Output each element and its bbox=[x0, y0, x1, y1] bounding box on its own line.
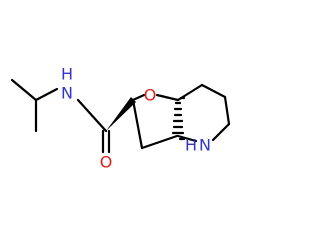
ring-nitrogen-symbol: N bbox=[199, 136, 211, 155]
carbonyl-double-bond bbox=[101, 129, 111, 154]
wedge-bond-c2 bbox=[106, 97, 136, 131]
ring-hydrogen-symbol: H bbox=[185, 136, 197, 155]
bond-o-to-c6a bbox=[155, 93, 180, 102]
ring-oxygen-symbol: O bbox=[144, 86, 157, 105]
amide-nitrogen-symbol: N bbox=[61, 84, 73, 103]
carbonyl-oxygen-symbol: O bbox=[100, 153, 113, 172]
bond-ch-to-nh bbox=[34, 87, 59, 102]
bond-c6-to-c5 bbox=[200, 83, 227, 99]
bond-c4-to-nh bbox=[211, 122, 231, 142]
bond-methyl-top bbox=[10, 78, 38, 102]
bond-c5-to-c4 bbox=[223, 95, 231, 126]
bond-nh-to-carbonyl bbox=[76, 98, 108, 133]
pyrrolidine-ring bbox=[176, 83, 231, 143]
bond-c3-to-c3a bbox=[140, 134, 179, 150]
hashed-bond-c6a-c3a bbox=[171, 101, 185, 135]
ring-nh-label: N H bbox=[185, 136, 211, 155]
tetrahydrofuran-ring bbox=[131, 93, 180, 150]
amide-nh-label: N H bbox=[61, 65, 73, 103]
bond-c2-to-o bbox=[131, 93, 146, 102]
bond-c6a-to-c6 bbox=[176, 83, 204, 102]
chemical-structure-diagram: N H O O N bbox=[10, 65, 231, 172]
amide-hydrogen-symbol: H bbox=[61, 65, 73, 84]
bond-c2-to-c3 bbox=[131, 98, 144, 150]
bond-nh-to-c3a bbox=[176, 134, 198, 143]
isopropyl-group bbox=[10, 78, 59, 133]
